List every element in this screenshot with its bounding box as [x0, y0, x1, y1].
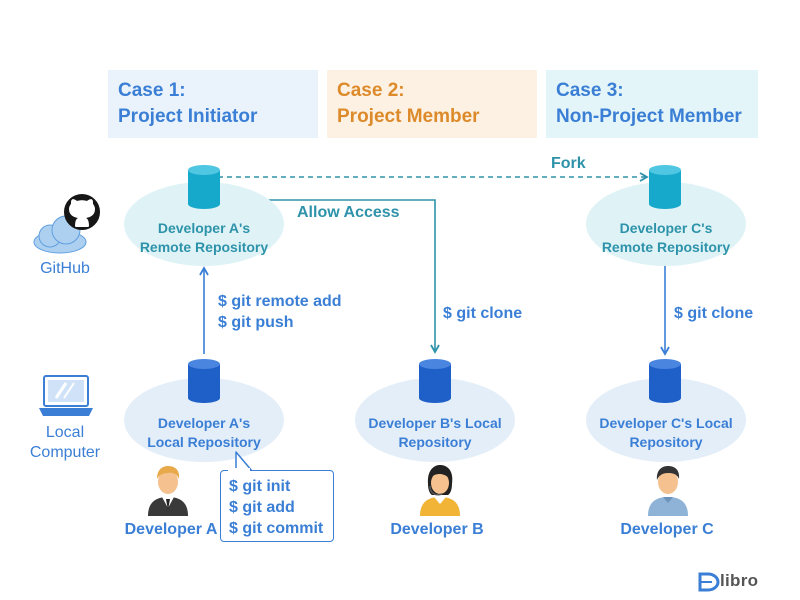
fork-label: Fork — [551, 155, 586, 172]
github-label: GitHub — [20, 259, 110, 279]
local-a-database-icon — [187, 358, 221, 404]
case-1-title: Project Initiator — [118, 106, 258, 127]
computer-text: Computer — [29, 444, 101, 461]
local-repo-a-line1: Developer A's — [157, 415, 251, 431]
case-3-number: Case 3: — [556, 80, 624, 101]
bubble-tail-mask — [228, 468, 250, 474]
developer-a-label: Developer A — [124, 521, 218, 538]
git-remote-add-command: $ git remote add — [218, 293, 342, 310]
remote-repo-a-label: Developer A's Remote Repository — [119, 219, 289, 257]
d-libro-logo-icon — [698, 572, 720, 592]
local-repo-b-line2: Repository — [398, 434, 472, 450]
allow-access-label: Allow Access — [297, 204, 400, 221]
developer-b-avatar-icon — [420, 465, 460, 516]
remote-repo-c-label: Developer C's Remote Repository — [581, 219, 751, 257]
remote-a-database-icon — [187, 164, 221, 210]
local-repo-c-line2: Repository — [629, 434, 703, 450]
case-3-title: Non-Project Member — [556, 106, 742, 127]
local-c-database-icon — [648, 358, 682, 404]
local-repo-a-line2: Local Repository — [147, 434, 261, 450]
laptop-icon — [39, 375, 93, 416]
remote-push-commands: $ git remote add $ git push — [218, 291, 342, 333]
local-repo-c-label: Developer C's Local Repository — [581, 414, 751, 452]
developer-c-avatar-icon — [648, 466, 688, 516]
remote-repo-a-line2: Remote Repository — [139, 239, 269, 255]
bubble-tail — [235, 451, 253, 472]
init-commands-bubble: $ git init $ git add $ git commit — [220, 470, 334, 542]
local-text: Local — [45, 424, 85, 441]
local-repo-b-line1: Developer B's Local — [368, 415, 502, 431]
d-libro-logo-text: libro — [720, 571, 759, 590]
remote-repo-c-line2: Remote Repository — [601, 239, 731, 255]
developer-c-label: Developer C — [620, 521, 714, 538]
clone-b-command: $ git clone — [443, 305, 523, 322]
case-2-number: Case 2: — [337, 80, 405, 101]
git-init-command: $ git init — [229, 478, 291, 495]
github-cloud-icon — [33, 194, 100, 254]
case-1-header: Case 1: Project Initiator — [108, 70, 318, 138]
developer-b-label: Developer B — [390, 521, 484, 538]
local-repo-b-label: Developer B's Local Repository — [350, 414, 520, 452]
allow-access-arrow — [218, 199, 440, 354]
local-repo-a-label: Developer A's Local Repository — [119, 414, 289, 452]
case-2-header: Case 2: Project Member — [327, 70, 537, 138]
local-repo-c-line1: Developer C's Local — [599, 415, 733, 431]
remote-repo-a-line1: Developer A's — [157, 220, 251, 236]
developer-a-avatar-icon — [148, 466, 188, 516]
remote-c-database-icon — [648, 164, 682, 210]
remote-repo-c-line1: Developer C's — [619, 220, 713, 236]
git-push-command: $ git push — [218, 314, 294, 331]
clone-c-command: $ git clone — [674, 305, 754, 322]
local-computer-label: Local Computer — [20, 423, 110, 463]
git-commit-command: $ git commit — [229, 520, 324, 537]
github-text: GitHub — [40, 260, 90, 277]
case-3-header: Case 3: Non-Project Member — [546, 70, 758, 138]
case-1-number: Case 1: — [118, 80, 186, 101]
case-2-title: Project Member — [337, 106, 480, 127]
local-b-database-icon — [418, 358, 452, 404]
git-add-command: $ git add — [229, 499, 295, 516]
